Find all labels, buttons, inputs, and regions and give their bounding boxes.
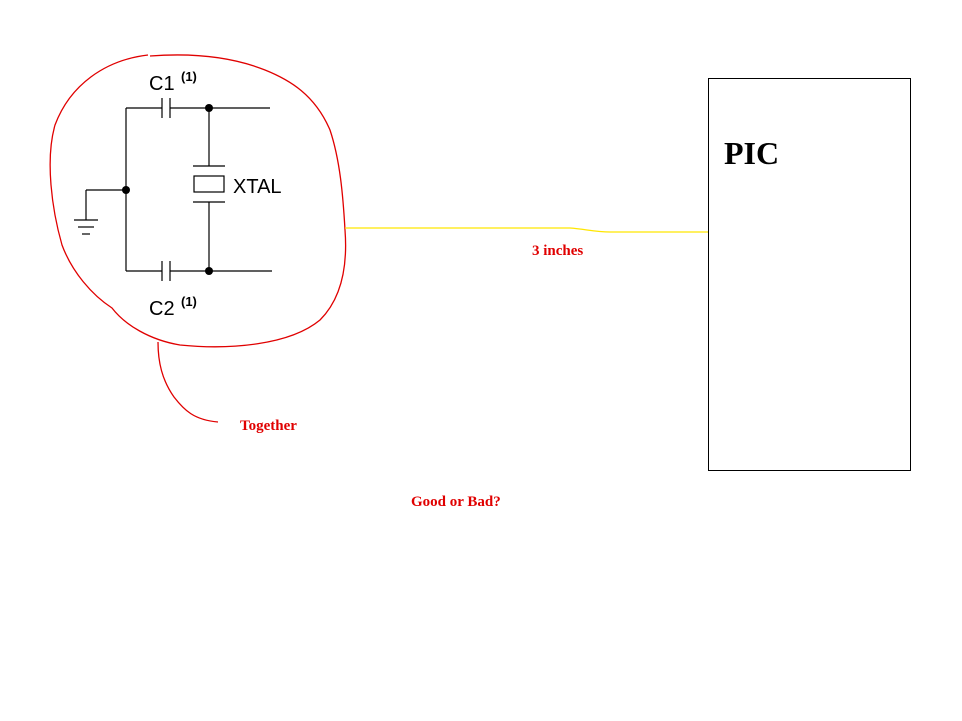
pic-label: PIC [724,135,779,171]
junction-dot-bottom [205,267,213,275]
junction-dot-ground [122,186,130,194]
c1-note: (1) [181,69,197,84]
c2-note: (1) [181,294,197,309]
trace-line [345,227,708,233]
c2-label: C2 [149,298,175,320]
together-pointer [157,341,219,423]
junction-dot-top [205,104,213,112]
grouping-circle [49,54,347,348]
pic-box [708,78,911,471]
distance-label: 3 inches [532,243,583,259]
xtal-body [193,175,225,193]
together-label: Together [240,418,297,434]
xtal-label: XTAL [233,176,282,198]
c1-label: C1 [149,73,175,95]
question-label: Good or Bad? [411,494,501,510]
